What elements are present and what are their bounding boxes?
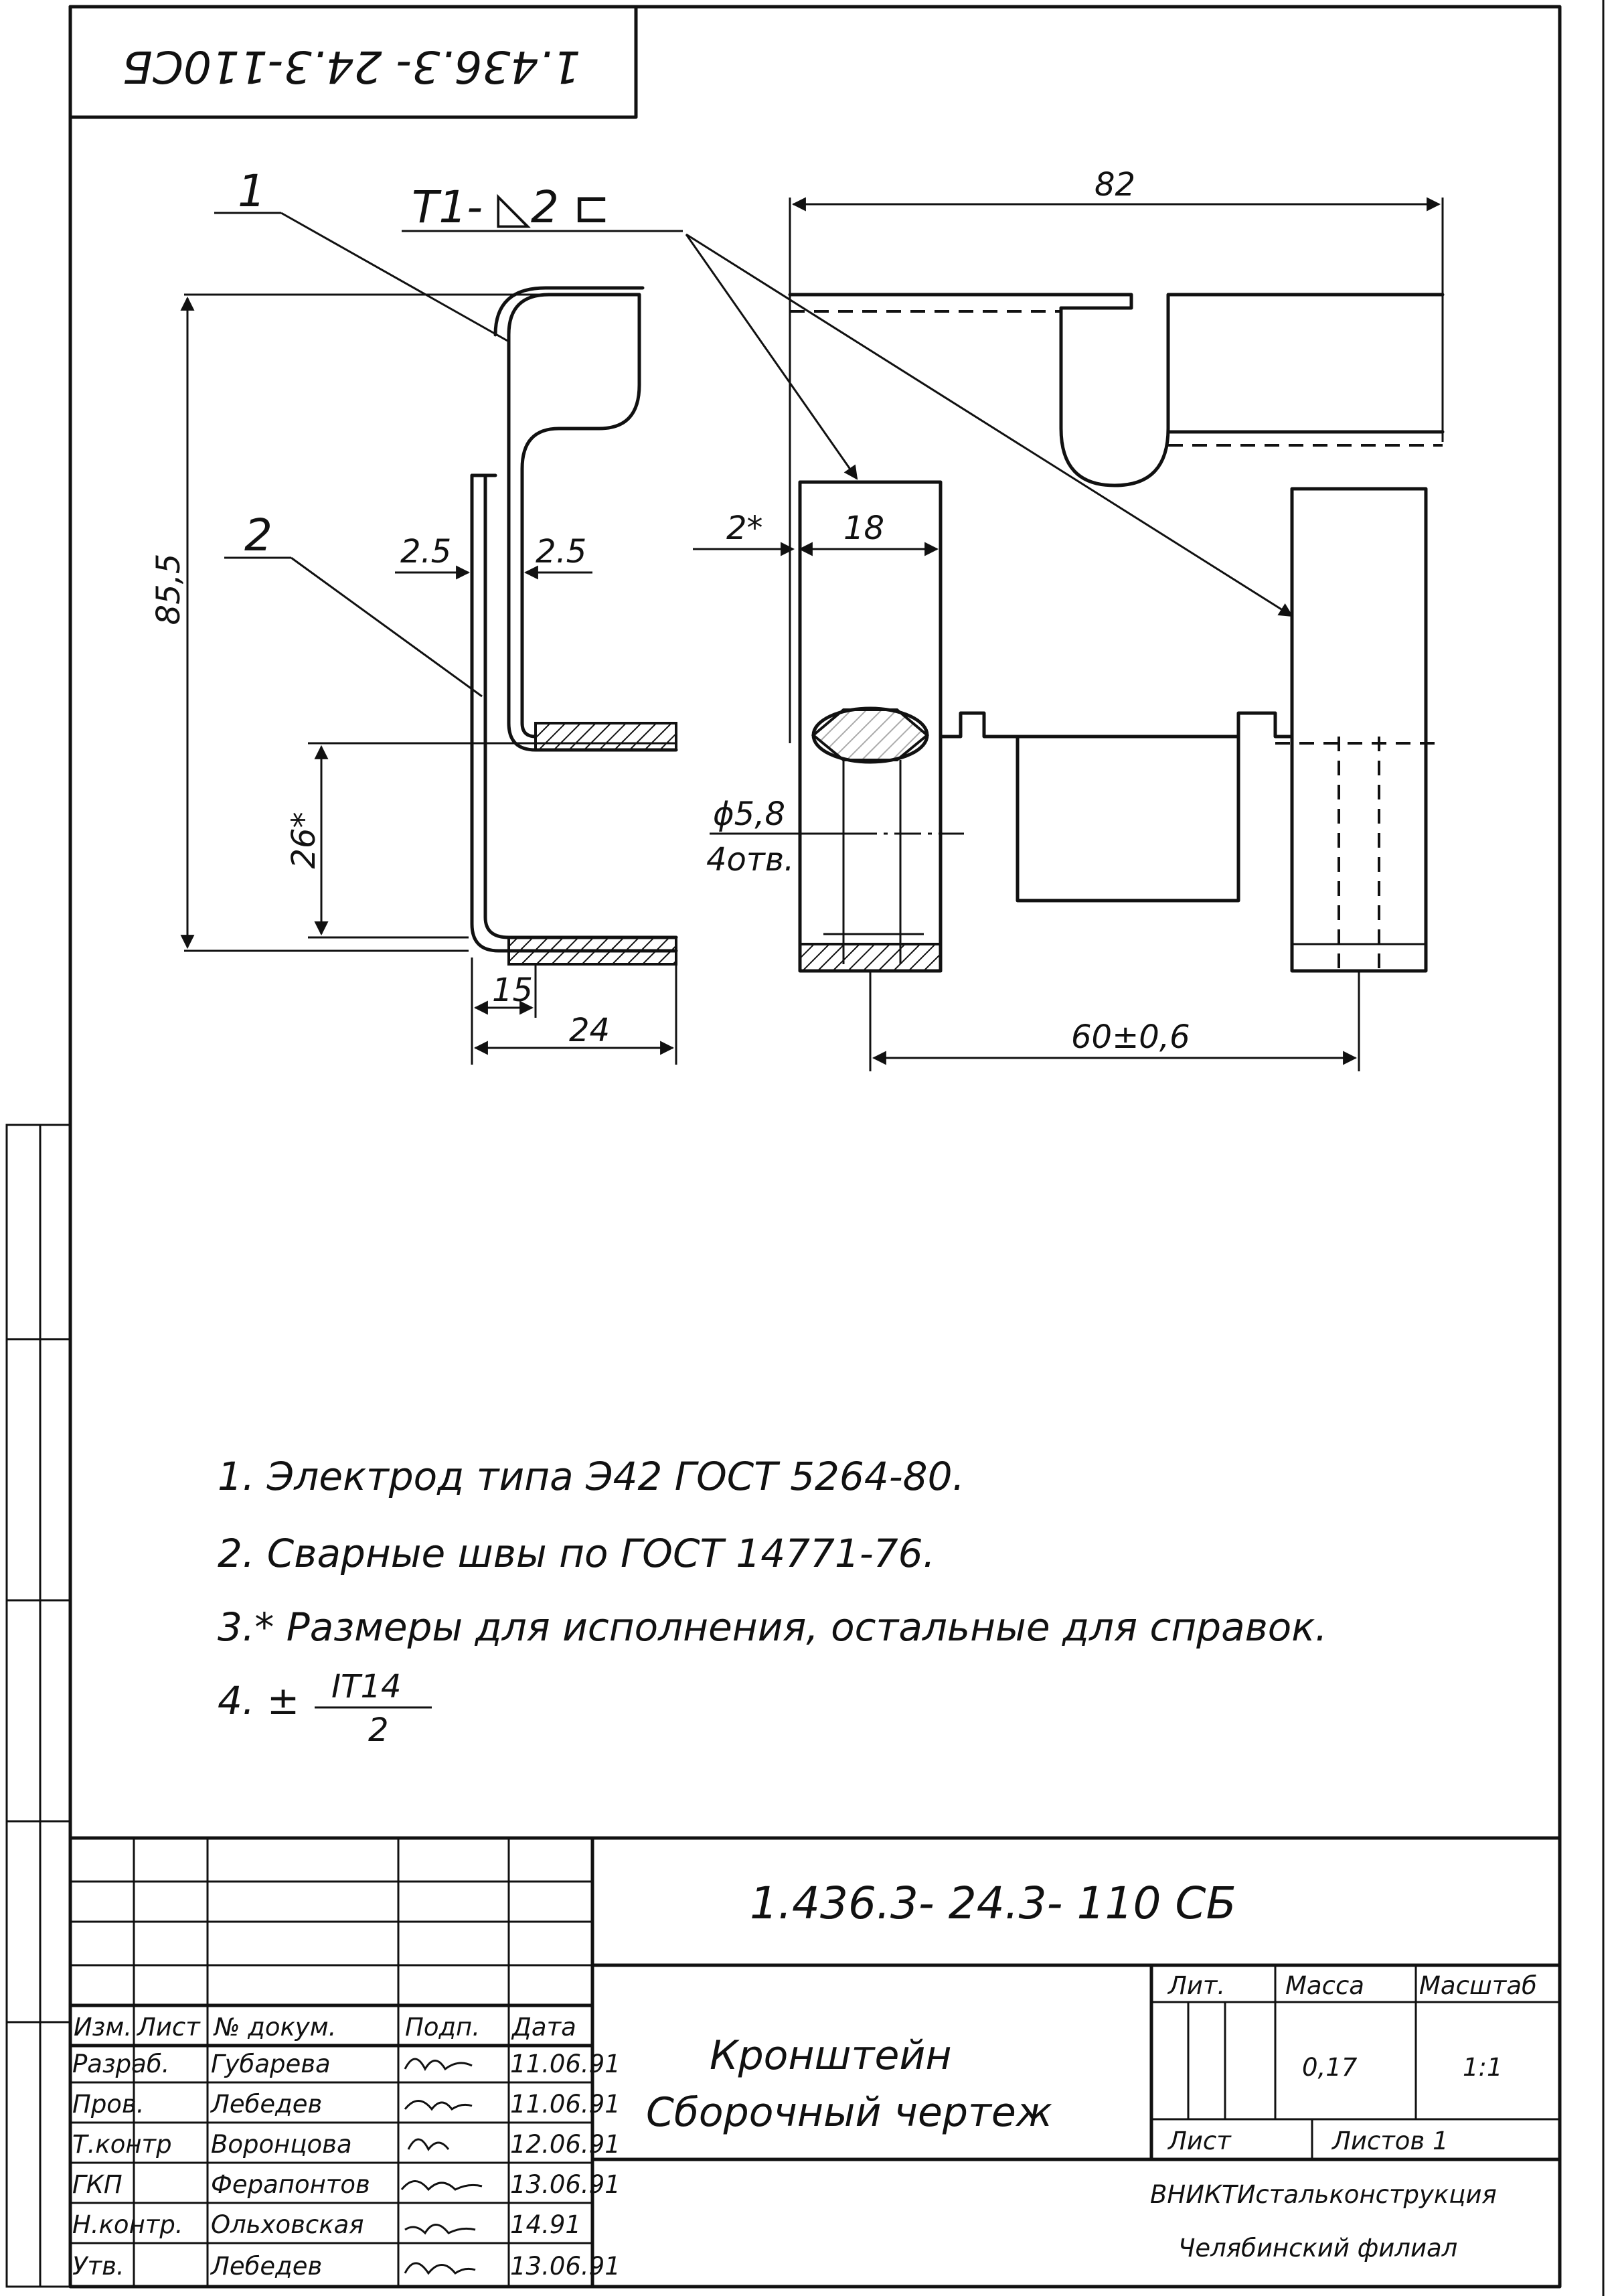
note-2: 2. Сварные швы по ГОСТ 14771-76. [218,1531,935,1576]
header-date: Дата [511,2013,576,2042]
sheet-frame [5,0,1605,2296]
weld-symbol-text: Т1- ◺2 ⊏ [412,181,610,233]
weld-symbol: Т1- ◺2 ⊏ [402,181,1293,617]
leader-1: 1 [238,165,266,217]
scale-label: Масштаб [1419,1971,1537,2000]
side-view: 85,5 26* 2.5 2.5 15 24 1 2 [150,165,678,1065]
note-4: 4. ± [218,1678,299,1724]
dim-hole-count: 4отв. [706,841,794,878]
header-list: Лист [136,2013,201,2042]
signatures [400,2058,483,2275]
name-razrab: Губарева [211,2050,331,2078]
name-nkontr: Ольховская [211,2210,364,2239]
note-1: 1. Электрод типа Э42 ГОСТ 5264-80. [218,1454,965,1499]
name-prov: Лебедев [210,2090,322,2119]
role-prov: Пров. [72,2090,145,2119]
dim-82: 82 [1095,166,1135,204]
date-razrab: 11.06.91 [510,2050,621,2078]
dim-hole: ϕ5,8 [713,795,785,833]
date-nkontr: 14.91 [510,2210,581,2239]
role-utv: Утв. [72,2252,125,2281]
dim-26: 26* [285,812,323,868]
role-razrab: Разраб. [72,2050,169,2078]
role-tkontr: Т.контр [72,2130,172,2159]
rotated-stamp: 1.436.3- 24.3-110СБ [68,5,638,119]
title-block: Изм. Лист № докум. Подп. Дата Разраб. Гу… [68,1836,1562,2289]
dim-2: 2* [726,510,763,547]
note-4-numerator: IT14 [331,1668,402,1705]
org-line-2: Челябинский филиал [1178,2234,1457,2263]
sheets-label: Листов 1 [1331,2127,1449,2155]
dim-15: 15 [492,972,533,1009]
sheet-label: Лист [1167,2127,1232,2155]
mass-value: 0,17 [1302,2053,1358,2082]
org-line-1: ВНИКТИстальконструкция [1150,2180,1497,2209]
scale-value: 1:1 [1463,2053,1503,2082]
header-izm: Изм. [74,2013,132,2042]
rotated-stamp-code: 1.436.3- 24.3-110СБ [123,41,581,92]
designation: 1.436.3- 24.3- 110 СБ [750,1878,1236,1929]
name-tkontr: Воронцова [211,2130,352,2159]
role-gkp: ГКП [72,2170,123,2199]
front-view: 82 2* 18 ϕ5,8 4отв. [693,166,1445,1071]
item-name: Кронштейн [710,2032,952,2079]
role-nkontr: Н.контр. [72,2210,183,2239]
dim-2-5-right: 2.5 [536,533,586,570]
leader-2: 2 [244,510,272,561]
dim-24: 24 [569,1012,610,1049]
header-doc: № докум. [213,2013,336,2042]
dim-85-5: 85,5 [150,554,187,625]
date-gkp: 13.06.91 [510,2170,621,2199]
dim-18: 18 [843,510,884,547]
name-gkp: Ферапонтов [211,2170,370,2199]
date-tkontr: 12.06.91 [510,2130,621,2159]
note-4-denominator: 2 [368,1711,389,1749]
notes: 1. Электрод типа Э42 ГОСТ 5264-80. 2. Св… [218,1454,1327,1749]
header-sign: Подп. [405,2013,480,2042]
date-prov: 11.06.91 [510,2090,621,2119]
dim-60: 60±0,6 [1071,1018,1190,1056]
note-3: 3.* Размеры для исполнения, остальные дл… [218,1604,1327,1650]
doc-type: Сборочный чертеж [646,2089,1052,2136]
lit-label: Лит. [1167,1971,1225,2000]
name-utv: Лебедев [210,2252,322,2281]
mass-label: Масса [1285,1971,1364,2000]
date-utv: 13.06.91 [510,2252,621,2281]
dim-2-5-left: 2.5 [400,533,451,570]
